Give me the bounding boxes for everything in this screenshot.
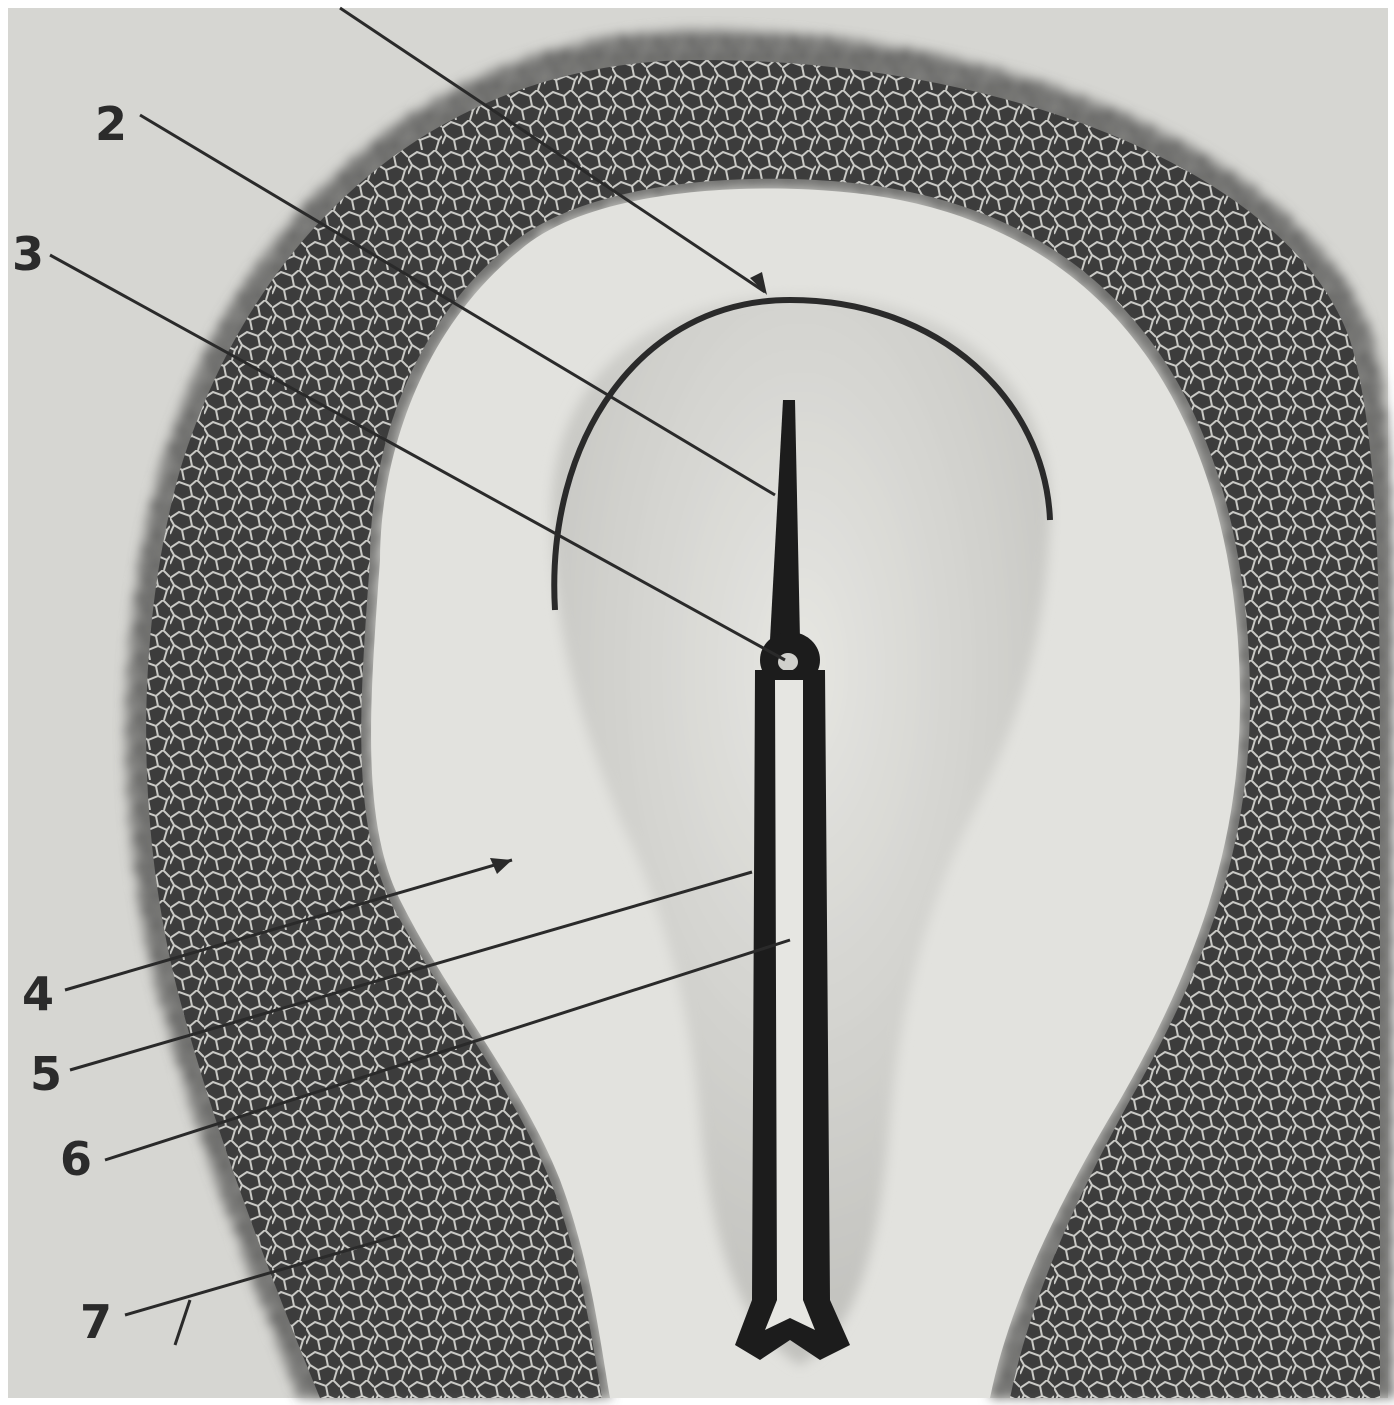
label-5: 5 — [30, 1047, 62, 1101]
label-2: 2 — [95, 97, 127, 151]
label-6: 6 — [60, 1132, 92, 1186]
label-3: 3 — [12, 227, 44, 281]
hensens-node-pit — [778, 653, 798, 671]
label-7: 7 — [80, 1295, 112, 1349]
label-4: 4 — [22, 967, 54, 1021]
